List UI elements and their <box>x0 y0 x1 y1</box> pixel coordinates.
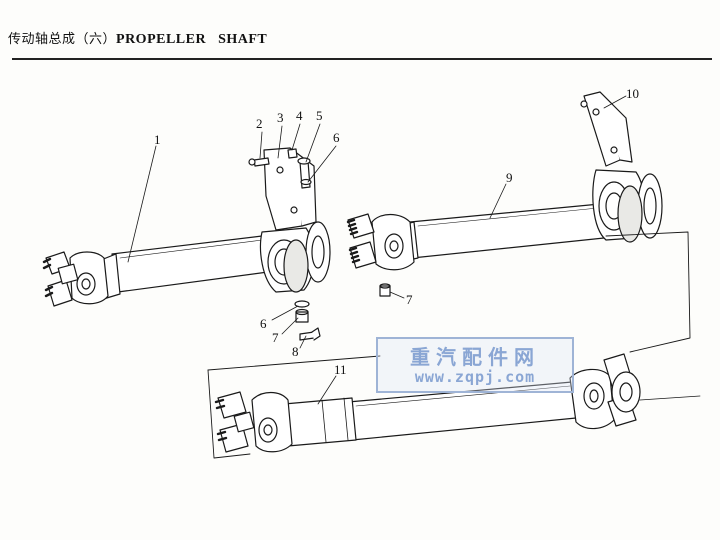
callout-4: 4 <box>296 108 303 123</box>
center-bearing-support-right <box>580 91 663 243</box>
callout-7-bottom: 7 <box>272 330 279 345</box>
callout-11: 11 <box>334 362 347 377</box>
title-english: PROPELLER SHAFT <box>116 32 268 47</box>
callout-6-bottom: 6 <box>260 316 267 331</box>
callout-2: 2 <box>256 116 263 131</box>
callout-1: 1 <box>154 132 161 147</box>
callout-10: 10 <box>626 86 639 101</box>
center-bearing-support-left <box>248 147 331 341</box>
callout-6-top: 6 <box>333 130 340 145</box>
watermark: 重汽配件网 www.zqpj.com <box>376 337 574 393</box>
watermark-name: 重汽配件网 <box>410 345 540 369</box>
shaft-11 <box>214 353 701 453</box>
callout-3: 3 <box>277 110 284 125</box>
callout-9: 9 <box>506 170 513 185</box>
callout-7-right: 7 <box>406 292 413 307</box>
page-title: 传动轴总成（六）PROPELLER SHAFT <box>8 28 267 48</box>
callout-8: 8 <box>292 344 299 359</box>
shaft-1 <box>42 235 269 307</box>
leader-lines <box>127 95 627 405</box>
callout-5: 5 <box>316 108 323 123</box>
shaft-9 <box>346 203 605 297</box>
watermark-url: www.zqpj.com <box>414 368 536 386</box>
title-chinese: 传动轴总成（六） <box>8 32 117 47</box>
header-rule <box>12 58 712 60</box>
callout-labels: 1 2 3 4 5 6 6 7 7 8 9 10 11 <box>154 86 639 377</box>
assembly-connector-lines <box>207 231 691 459</box>
